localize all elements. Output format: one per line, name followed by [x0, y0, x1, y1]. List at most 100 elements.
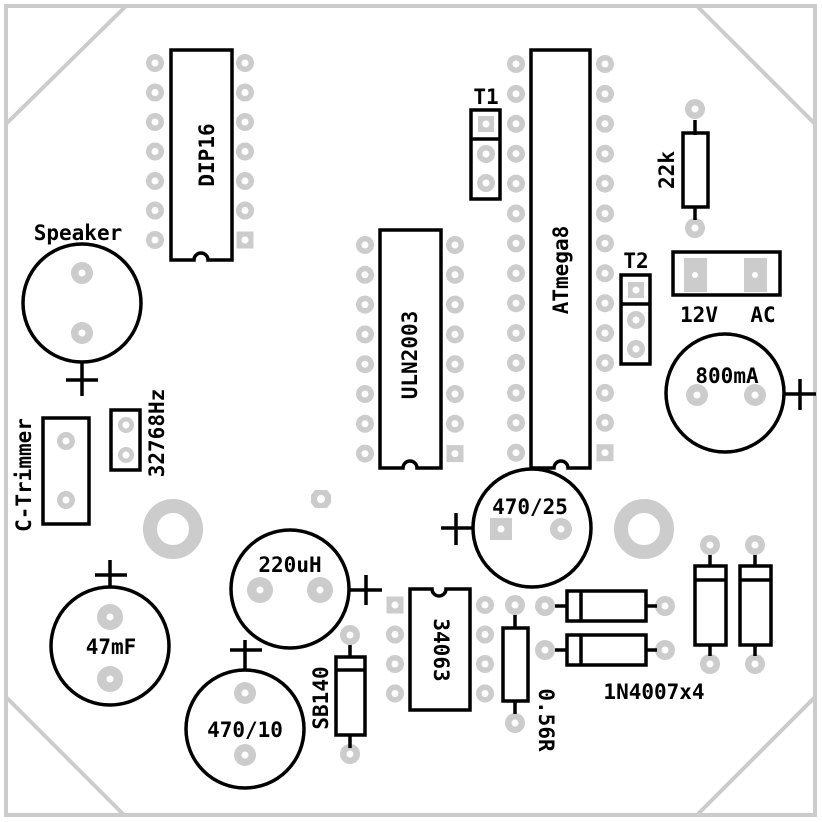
atmega8-pin-left	[507, 294, 525, 313]
trimmer-pad	[57, 432, 75, 450]
atmega8-pin-right	[596, 354, 614, 372]
power-label-12v: 12V	[680, 303, 718, 327]
diode-sb140[interactable]: SB140	[309, 645, 367, 748]
r22k-pad	[685, 99, 705, 119]
board-edge	[4, 4, 817, 817]
transistor-t2[interactable]: T2	[619, 249, 652, 366]
atmega8-pin-left	[507, 443, 525, 462]
cap470-25-label: 470/25	[492, 495, 568, 519]
fuse-pad	[686, 384, 708, 406]
uln2003-pin-left	[356, 385, 374, 403]
crystal-32768hz[interactable]: 32768Hz	[109, 389, 169, 478]
uln2003-body	[378, 228, 443, 470]
resistor-056r[interactable]: 0.56R	[501, 615, 558, 752]
capacitor-470-25[interactable]: 470/25	[441, 467, 593, 589]
diode-d4[interactable]	[738, 555, 773, 656]
inductor-pad	[247, 577, 273, 603]
uln2003-pin-left	[356, 265, 374, 284]
cap47-pad	[97, 666, 123, 692]
rectifier-diodes[interactable]: 1N4007x4	[555, 555, 773, 704]
dip16-pin-right	[236, 142, 254, 161]
atmega8-pin-left	[507, 354, 525, 372]
c-trimmer[interactable]: C-Trimmer	[12, 416, 91, 532]
uln2003-pin-right	[446, 385, 464, 403]
mounting-holes	[143, 490, 674, 559]
fuse-body	[664, 332, 786, 454]
cap470-10-pad	[234, 744, 256, 766]
inductor-220uh[interactable]: 220uH	[229, 528, 382, 650]
fuse-800ma[interactable]: 800mA	[664, 332, 816, 454]
corner-chamfer-top-left	[4, 4, 128, 126]
diode-d2[interactable]	[555, 633, 657, 667]
capacitor-47mf[interactable]: 47mF	[49, 560, 171, 707]
ic34063-pin-right	[476, 596, 494, 614]
power-connector-body	[671, 250, 782, 297]
ic-34063[interactable]: 34063	[408, 587, 472, 712]
uln2003-pin-left	[356, 236, 374, 254]
dip16-ic[interactable]: DIP16	[169, 48, 234, 262]
board-outline	[4, 4, 817, 817]
uln2003-pin-right	[446, 236, 464, 254]
dip16-body	[169, 48, 234, 262]
atmega8-pin-right	[596, 144, 614, 163]
corner-chamfer-bottom-left	[4, 695, 126, 817]
d1-body	[565, 589, 648, 623]
atmega8-pin-left	[507, 114, 525, 133]
diode-d1[interactable]	[555, 589, 657, 623]
t1-pin	[477, 174, 495, 192]
d3-body	[693, 564, 728, 647]
t1-body	[469, 108, 502, 201]
ic34063-pin-right	[476, 625, 494, 644]
ic-34063-body	[408, 587, 472, 712]
ic34063-pin-right	[476, 684, 494, 703]
speaker[interactable]: Speaker	[21, 221, 143, 396]
t2-pin	[627, 311, 645, 329]
uln2003-pin-left	[356, 355, 374, 374]
dip16-pin1-square	[236, 231, 254, 249]
sb140-body	[334, 655, 367, 737]
atmega8-pin-left	[507, 264, 525, 283]
speaker-label: Speaker	[34, 221, 123, 245]
ic34063-pin-left	[386, 625, 404, 644]
uln2003-pin-right	[446, 355, 464, 374]
uln2003-pin-left	[356, 295, 374, 314]
uln2003-ic[interactable]: ULN2003	[378, 228, 443, 470]
ic34063-pin-right	[476, 655, 494, 673]
rectifier-label: 1N4007x4	[603, 680, 704, 704]
c-trimmer-body	[41, 416, 91, 526]
capacitor-470-10[interactable]: 470/10	[184, 640, 306, 790]
d1-pad	[655, 596, 675, 616]
r056-label: 0.56R	[534, 688, 558, 752]
speaker-pad	[71, 322, 93, 344]
cap470-10-label: 470/10	[207, 718, 283, 742]
atmega8-pin-right	[596, 264, 614, 283]
atmega8-pin-left	[507, 55, 525, 73]
sb140-pad	[340, 625, 360, 645]
inductor-pad	[307, 577, 333, 603]
d3-pad	[700, 535, 720, 555]
resistor-22k[interactable]: 22k	[655, 120, 710, 220]
atmega8-pin1-square	[596, 444, 614, 462]
atmega8-pin-right	[596, 324, 614, 343]
crystal-label: 32768Hz	[145, 389, 169, 478]
d2-pad	[655, 640, 675, 660]
ic34063-pin1-square	[386, 596, 404, 614]
diode-d3[interactable]	[693, 555, 728, 656]
atmega8-pin-right	[596, 413, 614, 432]
uln2003-pin-right	[446, 265, 464, 284]
power-connector[interactable]: 12V AC	[671, 250, 782, 327]
transistor-t1[interactable]: T1	[469, 85, 502, 201]
cap470-25-pad-square	[490, 518, 512, 540]
d3-pad	[700, 654, 720, 674]
atmega8-pin-right	[596, 55, 614, 73]
dip16-pin-left	[146, 83, 164, 102]
atmega8-label: ATmega8	[549, 226, 573, 315]
atmega8-body	[529, 48, 592, 470]
dip16-label: DIP16	[195, 123, 219, 186]
r22k-pad	[685, 218, 705, 238]
corner-chamfer-bottom-right	[695, 695, 817, 817]
atmega8-pin-left	[507, 413, 525, 432]
atmega8-ic[interactable]: ATmega8	[529, 48, 592, 470]
ic34063-pin-left	[386, 684, 404, 703]
dip16-pin-left	[146, 142, 164, 161]
